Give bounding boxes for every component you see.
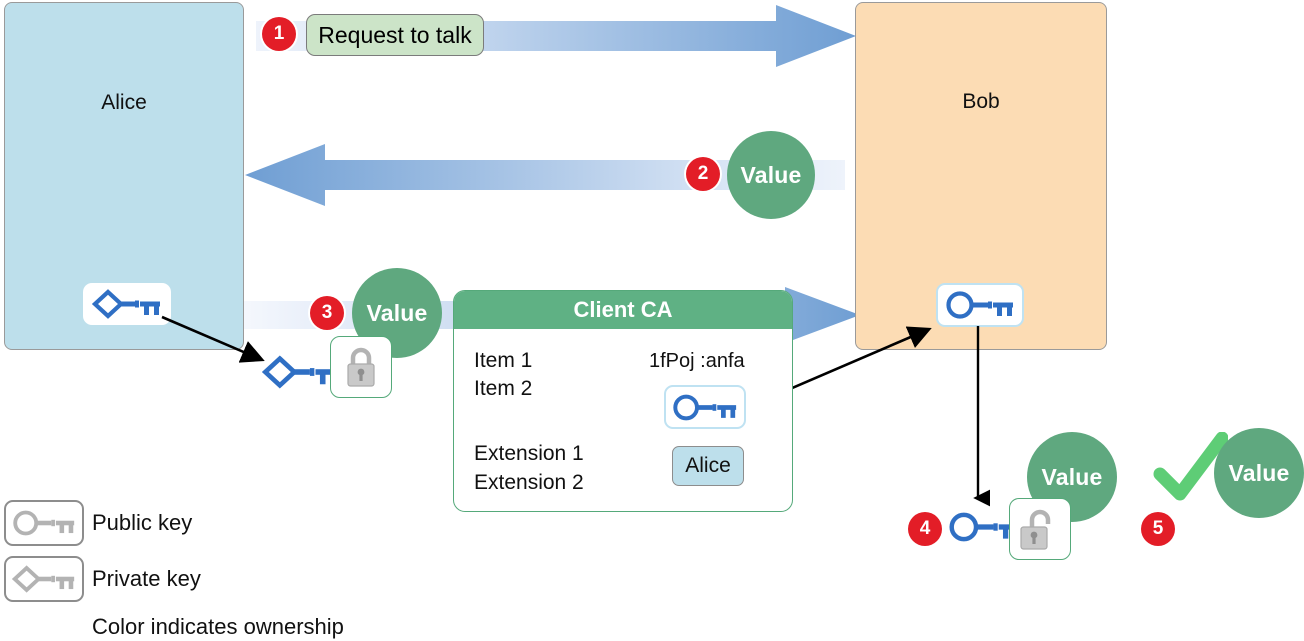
value-label-5: Value	[1228, 459, 1290, 486]
private-key-icon	[92, 289, 160, 319]
legend-ownership-note: Color indicates ownership	[92, 614, 344, 639]
legend-public-key-label: Public key	[92, 510, 193, 535]
certificate-extension-1: Extension 1	[474, 442, 584, 465]
private-key-icon	[12, 565, 75, 593]
arrow-request-to-talk	[256, 4, 856, 68]
alice-private-key-chip	[83, 283, 171, 325]
step-badge-1: 1	[262, 17, 296, 51]
step-number-2: 2	[697, 163, 709, 184]
certificate-subject-label: Alice	[685, 454, 731, 477]
value-circle-2: Value	[727, 131, 815, 219]
value-circle-5: Value	[1214, 428, 1304, 518]
public-key-icon	[946, 291, 1013, 319]
unlocked-padlock-chip	[1009, 498, 1071, 560]
actor-label-alice: Alice	[101, 91, 147, 114]
certificate-extension-2: Extension 2	[474, 471, 584, 494]
arrow-value-response	[245, 143, 845, 207]
step-badge-2: 2	[686, 157, 720, 191]
private-key-icon	[262, 355, 338, 389]
request-to-talk-badge: Request to talk	[306, 14, 484, 56]
certificate-item-1: Item 1	[474, 349, 533, 372]
legend-public-key-chip	[4, 500, 84, 546]
certificate-body: Item 1 Item 2 Extension 1 Extension 2 1f…	[454, 329, 792, 511]
step-number-3: 3	[321, 302, 333, 323]
connector-bob-key-down	[973, 326, 990, 510]
certificate-header: Client CA	[454, 291, 792, 329]
certificate-panel: Client CA Item 1 Item 2 Extension 1 Exte…	[453, 290, 793, 512]
legend-public-key-row: Public key	[4, 500, 192, 546]
value-label-2: Value	[740, 161, 802, 188]
step-number-4: 4	[919, 518, 931, 539]
public-key-icon	[13, 510, 75, 536]
value-label-3: Value	[366, 299, 428, 326]
legend-private-key-label: Private key	[92, 566, 201, 591]
legend-private-key-row: Private key	[4, 556, 201, 602]
checkmark-icon	[1153, 432, 1228, 501]
public-key-icon	[673, 394, 737, 420]
padlock-locked-icon	[347, 347, 375, 387]
step-badge-4: 4	[908, 512, 942, 546]
certificate-title: Client CA	[573, 297, 673, 322]
certificate-item-2: Item 2	[474, 377, 533, 400]
certificate-public-key-chip	[664, 385, 746, 429]
step-number-5: 5	[1152, 518, 1164, 539]
locked-padlock-chip	[330, 336, 392, 398]
bob-public-key-chip	[936, 283, 1024, 327]
padlock-unlocked-icon	[1020, 509, 1051, 550]
actor-label-bob: Bob	[962, 90, 1000, 113]
legend-private-key-chip	[4, 556, 84, 602]
step-number-1: 1	[273, 23, 285, 44]
certificate-hash: 1fPoj :anfa	[649, 350, 745, 372]
step-badge-3: 3	[310, 296, 344, 330]
step-badge-5: 5	[1141, 512, 1175, 546]
certificate-subject-badge: Alice	[672, 446, 744, 486]
request-to-talk-label: Request to talk	[318, 21, 472, 48]
value-label-4: Value	[1041, 463, 1103, 490]
